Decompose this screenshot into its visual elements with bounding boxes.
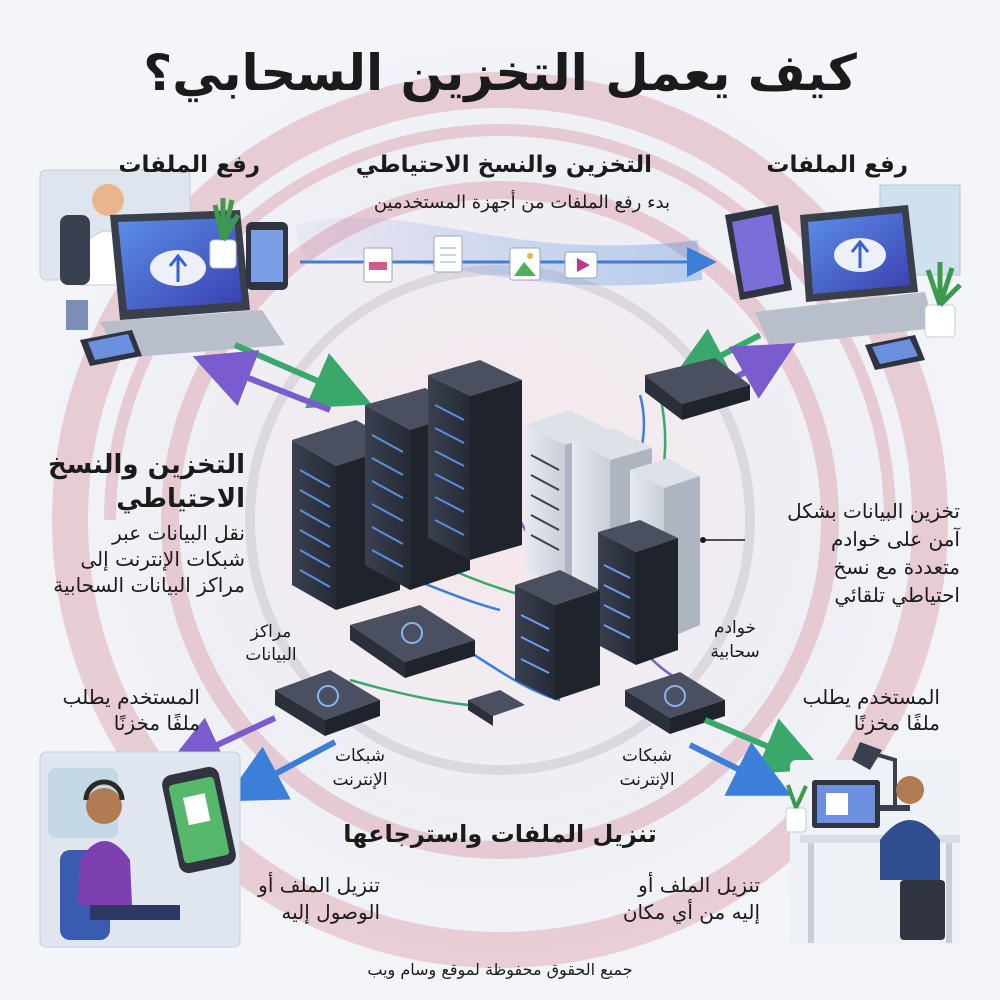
internet-networks-label-left-line1: شبكات <box>335 746 385 766</box>
download-left-line1: تنزيل الملف أو <box>258 873 380 897</box>
secure-storage-line4: احتياطي تلقائي <box>834 583 960 607</box>
upload-data-stream <box>294 217 717 286</box>
transfer-desc-line2: شبكات الإنترنت إلى <box>80 547 245 571</box>
document-icon <box>363 247 393 283</box>
lamp-icon <box>852 742 910 811</box>
phone-icon <box>162 766 236 874</box>
upload-heading-left: رفع الملفات <box>118 152 260 178</box>
user-request-right-line2: ملفًا مخزنًا <box>853 711 940 735</box>
storage-heading-left-line2: الاحتياطي <box>116 484 245 514</box>
network-switch-icon <box>645 358 750 420</box>
download-right-line1: تنزيل الملف أو <box>638 873 760 897</box>
downloader-right-scene <box>785 742 960 945</box>
document-icon <box>433 235 463 273</box>
internet-networks-label-right-line2: الإنترنت <box>619 770 675 790</box>
internet-networks-label-right-line1: شبكات <box>622 746 672 766</box>
transfer-desc-line3: مراكز البيانات السحابية <box>53 573 245 597</box>
network-switch-icon <box>350 605 475 678</box>
network-switch-icon <box>275 670 380 736</box>
image-icon <box>509 247 541 281</box>
user-request-left-line1: المستخدم يطلب <box>62 685 200 709</box>
laptop-icon <box>812 780 880 828</box>
phone-icon <box>80 330 142 366</box>
secure-storage-line2: آمن على خوادم <box>831 527 960 551</box>
video-icon <box>564 251 598 279</box>
transfer-desc-line1: نقل البيانات عبر <box>112 521 245 545</box>
download-right-line2: إليه من أي مكان <box>622 900 760 924</box>
upload-start-caption: بدء رفع الملفات من أجهزة المستخدمين <box>373 192 670 213</box>
network-switch-icon <box>468 690 525 726</box>
cloud-servers-label-line2: سحابية <box>710 642 760 662</box>
server-rack-icon <box>428 360 522 560</box>
storage-heading-top: التخزين والنسخ الاحتياطي <box>355 152 652 178</box>
tablet-icon <box>725 205 792 300</box>
datacenters-label-line2: البيانات <box>245 645 297 665</box>
internet-networks-label-left-line2: الإنترنت <box>332 770 388 790</box>
server-rack-icon <box>515 570 600 700</box>
user-request-left-line2: ملفًا مخزنًا <box>113 711 200 735</box>
secure-storage-line1: تخزين البيانات بشكل <box>787 499 960 523</box>
network-switch-icon <box>625 672 725 734</box>
page-title: كيف يعمل التخزين السحابي؟ <box>143 44 857 102</box>
downloader-left-scene <box>39 751 241 948</box>
copyright-footer: جميع الحقوق محفوظة لموقع وسام ويب <box>367 960 633 979</box>
phone-icon <box>865 335 925 370</box>
uploader-right-scene <box>725 184 962 370</box>
datacenters-label-line1: مراكز <box>250 622 292 642</box>
plant-icon <box>785 784 808 833</box>
tablet-icon <box>246 222 288 290</box>
cloud-servers-label-line1: خوادم <box>713 618 757 638</box>
server-rack-icon <box>598 520 678 665</box>
download-left-line2: الوصول إليه <box>281 900 380 924</box>
upload-heading-right: رفع الملفات <box>766 152 908 178</box>
cloud-upload-icon <box>834 238 886 272</box>
laptop-icon <box>755 205 935 346</box>
watermark-emblem <box>52 72 948 968</box>
secure-storage-line3: متعددة مع نسخ <box>833 555 960 579</box>
user-request-right-line1: المستخدم يطلب <box>802 685 940 709</box>
plant-icon <box>209 198 241 269</box>
plant-icon <box>924 262 962 338</box>
download-heading: تنزيل الملفات واسترجاعها <box>343 820 657 848</box>
storage-heading-left-line1: التخزين والنسخ <box>47 450 245 480</box>
cloud-upload-icon <box>150 250 206 286</box>
